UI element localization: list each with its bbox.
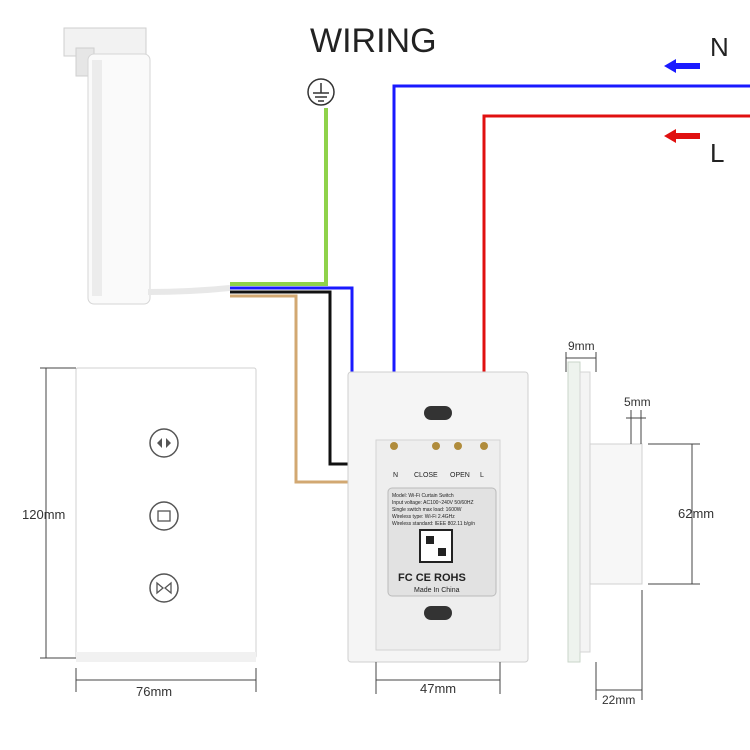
earth-ground-icon <box>307 78 335 106</box>
back-panel <box>347 371 529 663</box>
front-dimensions <box>40 367 257 692</box>
cert-marks: FC CE ROHS <box>398 572 466 584</box>
terminal-n <box>390 442 398 450</box>
live-label: L <box>710 138 724 168</box>
terminal-label-n: N <box>393 472 398 479</box>
back-width-label: 47mm <box>420 681 456 696</box>
front-width-label: 76mm <box>136 684 172 699</box>
curtain-motor <box>63 27 231 305</box>
terminal-label-l: L <box>480 472 484 479</box>
depth-label: 5mm <box>624 395 651 409</box>
neutral-label: N <box>710 32 729 62</box>
side-dimensions <box>565 352 700 700</box>
live-wire <box>482 114 750 444</box>
terminal-l <box>480 442 488 450</box>
terminal-label-close: CLOSE <box>414 472 438 479</box>
screw-slot-bottom <box>424 606 452 620</box>
neutral-indicator: N <box>664 32 729 73</box>
neutral-wire <box>392 84 750 444</box>
diagram-title: WIRING <box>310 22 437 60</box>
made-in-label: Made In China <box>414 587 460 594</box>
terminal-close <box>432 442 440 450</box>
side-height-label: 62mm <box>678 506 714 521</box>
side-width-label: 22mm <box>602 693 635 707</box>
side-view <box>567 361 643 663</box>
arrow-left-icon <box>664 129 700 143</box>
label-line-2: Input voltage: AC100~240V 50/60HZ <box>392 500 474 506</box>
arrow-left-icon <box>664 59 700 73</box>
label-line-3: Single switch max load: 1600W <box>392 507 462 513</box>
screw-slot-top <box>424 406 452 420</box>
open-arrows <box>157 438 171 448</box>
front-height-label: 120mm <box>22 507 65 522</box>
qr-code <box>419 529 453 563</box>
stop-icon[interactable] <box>149 501 179 531</box>
back-dimensions <box>375 662 501 694</box>
close-arrows <box>156 581 172 595</box>
front-panel <box>75 367 257 662</box>
earth-wire <box>230 108 328 286</box>
stop-square <box>157 510 171 522</box>
label-line-1: Model: Wi-Fi Curtain Switch <box>392 493 454 499</box>
terminal-label-open: OPEN <box>450 472 470 479</box>
live-indicator: L <box>664 129 724 168</box>
label-line-5: Wireless standard: IEEE 802.11 b/g/n <box>392 521 475 527</box>
open-curtain-icon[interactable] <box>149 428 179 458</box>
terminal-open <box>454 442 462 450</box>
glass-thickness-label: 9mm <box>568 339 595 353</box>
label-line-4: Wireless type: Wi-Fi 2.4GHz <box>392 514 455 520</box>
